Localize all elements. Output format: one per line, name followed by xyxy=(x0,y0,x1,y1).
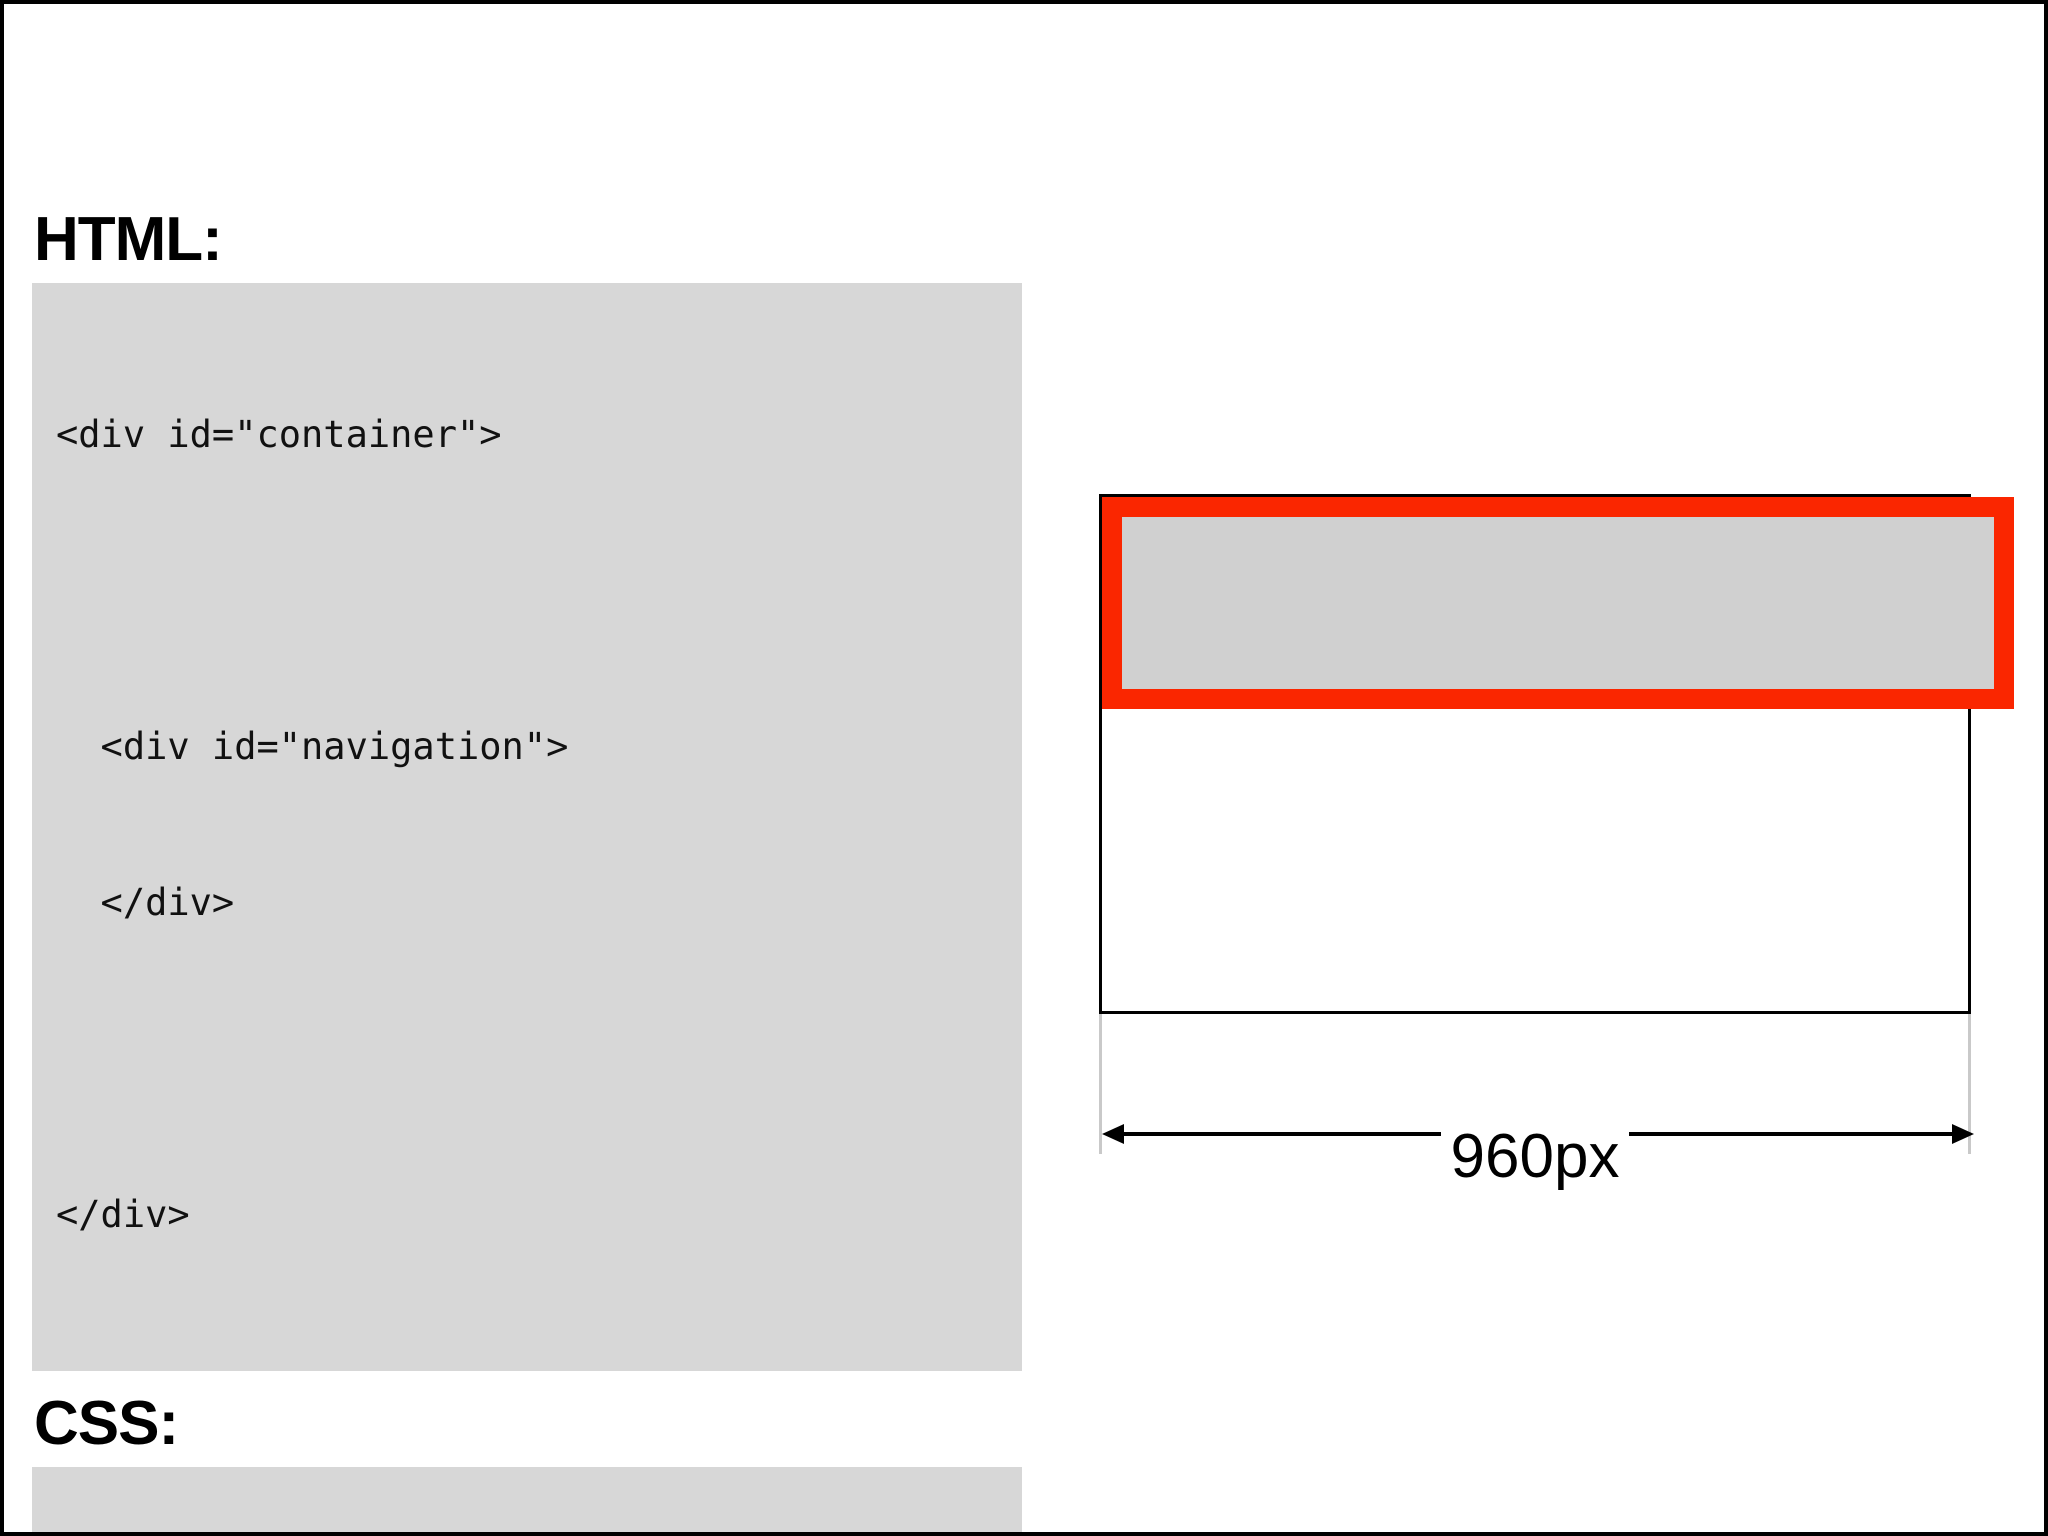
css-section-heading: CSS: xyxy=(34,1389,179,1458)
dimension-label: 960px xyxy=(1102,1122,1968,1191)
code-line: </div> xyxy=(56,881,235,924)
dimension-measure-area: 960px xyxy=(1099,1014,1974,1191)
navigation-div-box xyxy=(1102,497,2014,709)
box-model-diagram: 960px xyxy=(1099,494,2014,1191)
dimension-label-text: 960px xyxy=(1440,1122,1630,1191)
code-listings-column: HTML: <div id="container"> <div id="navi… xyxy=(32,205,1022,1532)
code-line: </div> xyxy=(56,1193,190,1236)
html-section-heading: HTML: xyxy=(34,205,223,274)
html-code-block: <div id="container"> <div id="navigation… xyxy=(32,283,1022,1371)
code-line: <div id="container"> xyxy=(56,413,502,456)
code-line: <div id="navigation"> xyxy=(56,725,569,768)
container-div-box xyxy=(1099,494,2014,1014)
css-code-block: #container{ width: 960px; } #navigation{… xyxy=(32,1467,1022,1532)
code-line xyxy=(56,565,1022,617)
code-line xyxy=(56,1033,1022,1085)
